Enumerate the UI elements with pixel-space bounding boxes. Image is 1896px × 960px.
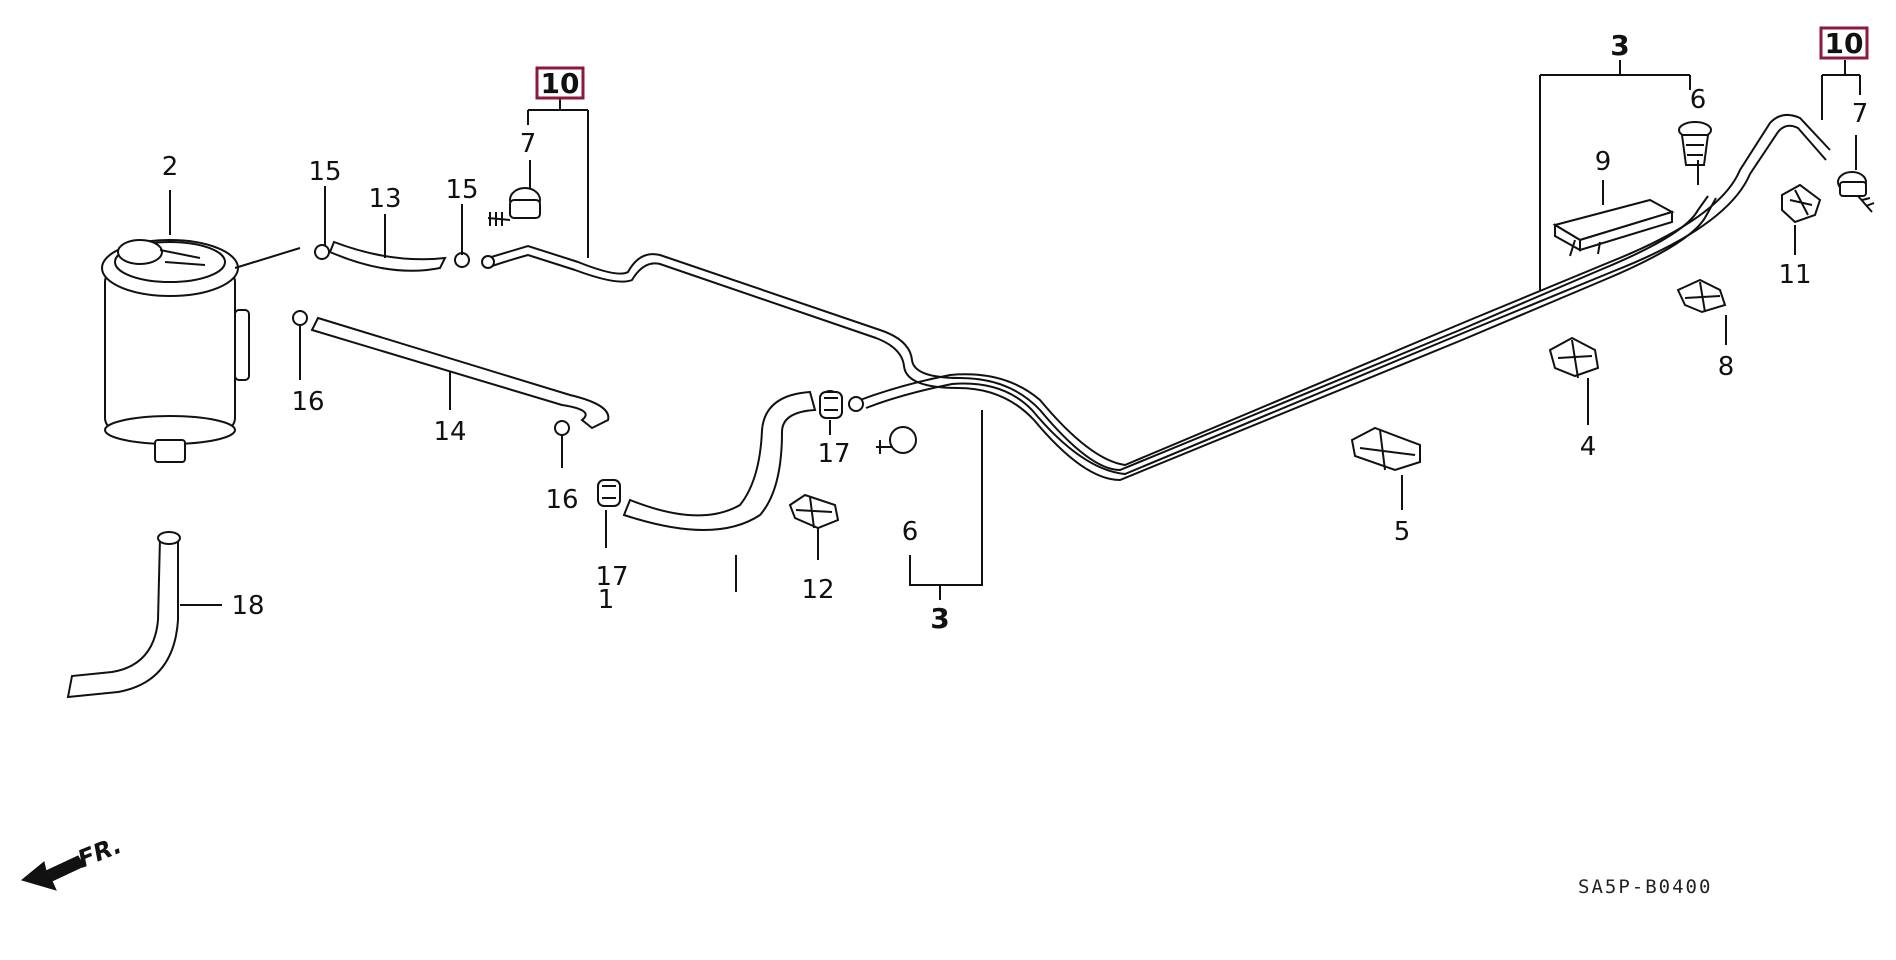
- hose-part-13: [314, 240, 470, 272]
- callout-10-right: 10: [1825, 27, 1864, 60]
- callout-6-lower: 6: [902, 517, 919, 547]
- callout-10-left: 10: [541, 67, 580, 100]
- callout-7-left: 7: [520, 129, 537, 159]
- callout-11: 11: [1778, 260, 1811, 290]
- callout-17-left: 17: [595, 562, 628, 592]
- canister-part-2: [101, 239, 301, 463]
- callout-13: 13: [368, 184, 401, 214]
- clip-part-12: [788, 493, 840, 530]
- front-direction-label: FR.: [74, 831, 126, 874]
- callout-7-right: 7: [1852, 99, 1869, 129]
- diagram-code: SA5P-B0400: [1578, 876, 1712, 898]
- clamp-part-17-left: [597, 479, 621, 507]
- callout-9: 9: [1595, 147, 1612, 177]
- grommet-part-6-upper: [1678, 121, 1712, 166]
- hose-part-14: [292, 310, 610, 436]
- callout-16-left: 16: [291, 387, 324, 417]
- callout-6-upper: 6: [1690, 85, 1707, 115]
- callout-14: 14: [433, 417, 466, 447]
- bolt-part-7-left: [487, 187, 541, 226]
- front-direction-arrow: [20, 855, 85, 891]
- hose-part-18: [66, 531, 181, 699]
- bolt-part-7-right: [1837, 171, 1875, 213]
- clip-part-8: [1676, 278, 1727, 314]
- callout-4: 4: [1580, 432, 1597, 462]
- clip-part-4: [1548, 336, 1600, 379]
- callout-16-right: 16: [545, 485, 578, 515]
- callout-18: 18: [231, 591, 264, 621]
- callout-15-left: 15: [308, 157, 341, 187]
- callout-8: 8: [1718, 352, 1735, 382]
- clip-part-5: [1350, 426, 1421, 472]
- callout-15-right: 15: [445, 175, 478, 205]
- set-box-10-right: [1819, 26, 1869, 60]
- grommet-part-6-lower: [876, 426, 917, 454]
- callout-2: 2: [162, 152, 179, 182]
- callout-3-lower: 3: [930, 602, 949, 635]
- callout-17-right: 17: [817, 439, 850, 469]
- clip-part-11: [1781, 183, 1822, 224]
- cover-part-9: [1552, 198, 1675, 257]
- clamp-part-17-right: [819, 391, 843, 419]
- callout-3-upper: 3: [1610, 29, 1629, 62]
- callout-5: 5: [1394, 517, 1411, 547]
- leader-lines: [169, 60, 1861, 606]
- fuel-tube-part-3: [481, 113, 1831, 482]
- callout-1: 1: [598, 585, 615, 615]
- set-box-10-left: [535, 66, 585, 100]
- callout-12: 12: [801, 575, 834, 605]
